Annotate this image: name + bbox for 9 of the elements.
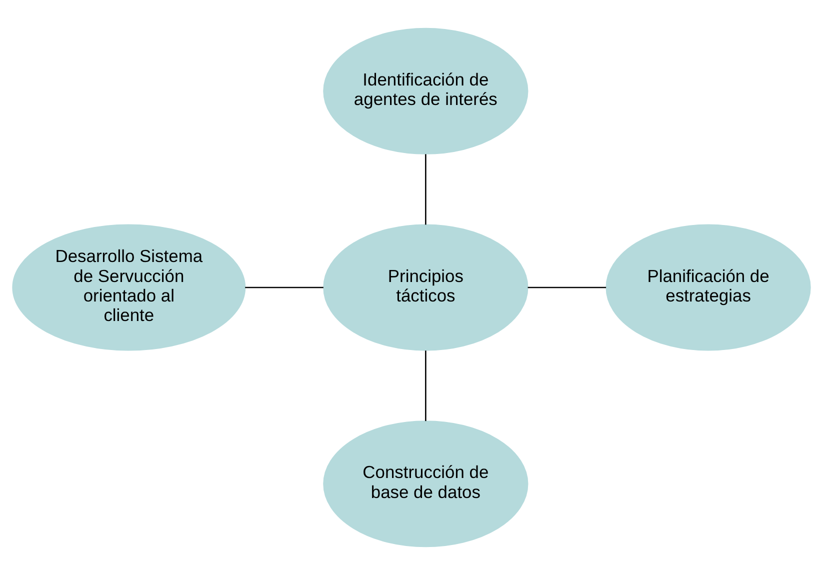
node-ellipse: Identificación de agentes de interés [323,28,528,154]
node-ellipse: Construcción de base de datos [323,420,528,548]
connector [245,286,324,288]
connector [528,286,606,288]
node-ellipse: Principios tácticos [323,224,528,351]
node-ellipse: Desarrollo Sistema de Servucción orientado al cliente [12,224,246,351]
connector [425,154,426,225]
connector [425,350,426,422]
node-ellipse: Planificación de estrategias [606,224,811,351]
